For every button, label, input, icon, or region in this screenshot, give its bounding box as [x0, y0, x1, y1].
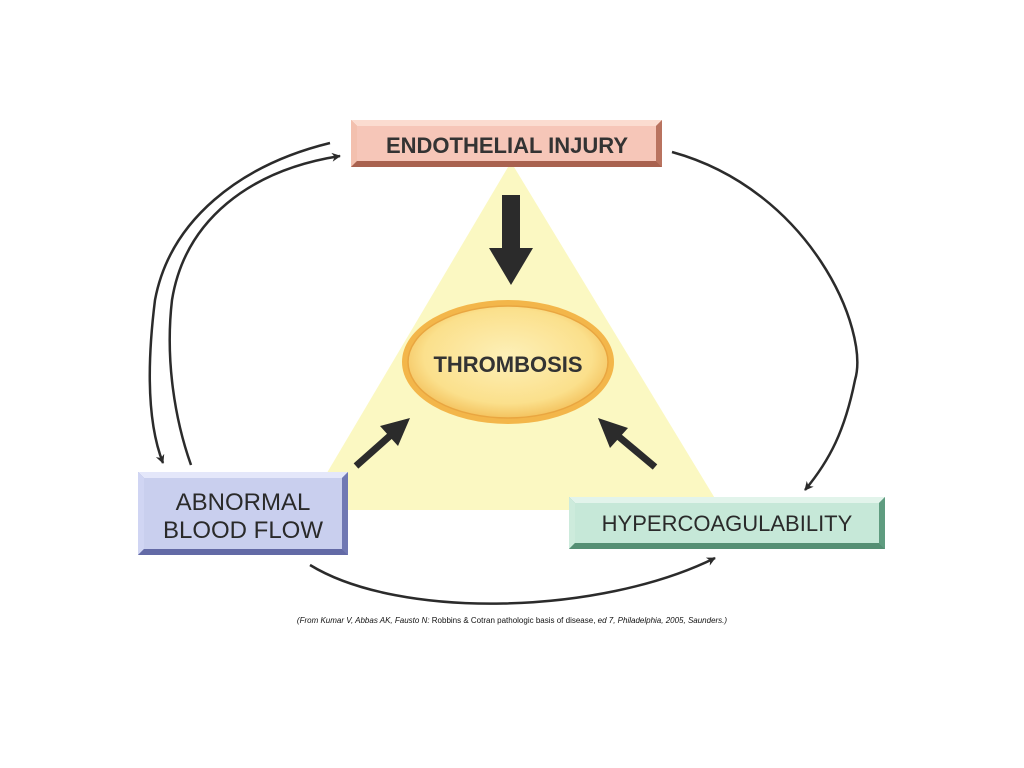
- abnormal-blood-flow-line2: BLOOD FLOW: [163, 517, 323, 544]
- thrombosis-node: THROMBOSIS: [402, 300, 614, 424]
- arrow-endothelial-to-abnormal: [148, 141, 331, 464]
- bold-arrow-from-endothelial: [489, 195, 533, 285]
- endothelial-injury-node: ENDOTHELIAL INJURY: [351, 120, 662, 167]
- hypercoagulability-label: HYPERCOAGULABILITY: [602, 511, 853, 536]
- abnormal-blood-flow-line1: ABNORMAL: [176, 489, 311, 516]
- endothelial-injury-label: ENDOTHELIAL INJURY: [386, 133, 628, 158]
- abnormal-blood-flow-node: ABNORMAL BLOOD FLOW: [138, 472, 348, 555]
- thrombosis-label: THROMBOSIS: [433, 352, 582, 377]
- citation-authors: (From Kumar V, Abbas AK, Fausto N:: [296, 616, 432, 625]
- figure-citation: (From Kumar V, Abbas AK, Fausto N: Robbi…: [0, 616, 1024, 625]
- hypercoagulability-node: HYPERCOAGULABILITY: [569, 497, 885, 549]
- citation-publisher: ed 7, Philadelphia, 2005, Saunders.): [595, 616, 728, 625]
- citation-book-title: Robbins & Cotran pathologic basis of dis…: [431, 616, 596, 625]
- bold-arrow-from-hypercoag: [598, 418, 658, 470]
- bold-arrow-from-abnormal: [353, 418, 410, 469]
- arrow-endothelial-to-hypercoag: [671, 150, 859, 491]
- arrow-abnormal-to-hypercoag: [309, 556, 716, 605]
- arrow-abnormal-to-endothelial: [168, 152, 341, 466]
